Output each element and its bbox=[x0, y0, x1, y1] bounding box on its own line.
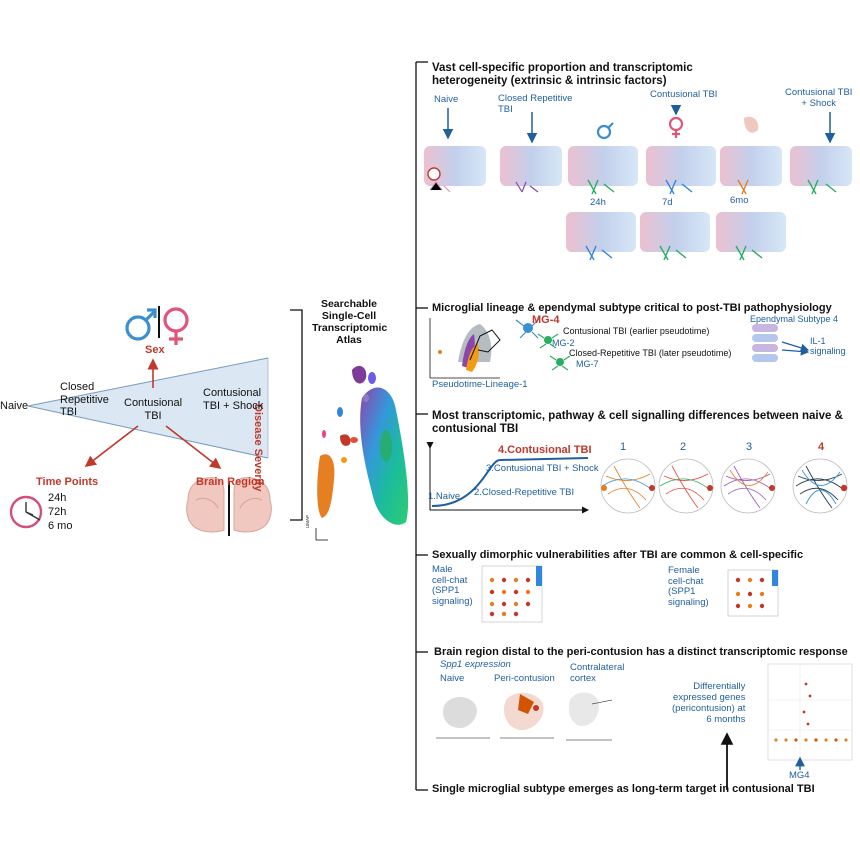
s4-female-label: Female cell-chat (SPP1 signaling) bbox=[668, 565, 709, 608]
s1-contusional: Contusional TBI bbox=[650, 89, 718, 100]
s2-il1-label: IL-1 signaling bbox=[810, 336, 846, 357]
s5-deg-label: Differentially expressed genes (pericont… bbox=[672, 681, 746, 725]
clock-icon bbox=[9, 495, 43, 529]
male-symbol-icon bbox=[125, 308, 157, 341]
brain-sections-icon bbox=[186, 477, 272, 536]
s5-feature-plots bbox=[436, 692, 613, 741]
s1-time-24h: 24h bbox=[590, 197, 606, 208]
s1-male-icon bbox=[596, 122, 614, 140]
s2-contusional-note: Contusional TBI (earlier pseudotime) bbox=[563, 326, 710, 336]
s2-ependymal-label: Ependymal Subtype 4 bbox=[750, 314, 839, 324]
s4-male-dotplot bbox=[481, 565, 543, 623]
s3-severity-curve bbox=[426, 442, 589, 514]
s3-chord-plots bbox=[600, 458, 848, 514]
umap-axis-label: UMAP bbox=[305, 514, 310, 528]
atlas-title: Searchable Single-Cell Transcriptomic At… bbox=[312, 298, 388, 347]
s2-lineage-label: Pseudotime-Lineage-1 bbox=[432, 379, 528, 390]
s1-naive: Naive bbox=[434, 94, 459, 105]
s4-title: Sexually dimorphic vulnerabilities after… bbox=[432, 549, 804, 561]
severity-wedge bbox=[27, 357, 269, 459]
s3-chord-num-4: 4 bbox=[818, 441, 825, 453]
time-point-item: 72h bbox=[48, 506, 67, 518]
time-points-label: Time Points bbox=[36, 476, 99, 488]
contusional-label: Contusional TBI bbox=[124, 397, 183, 422]
s1-shock: Contusional TBI + Shock bbox=[785, 87, 853, 109]
s5-contra-label: Contralateral cortex bbox=[570, 662, 625, 684]
s6-title: Single microglial subtype emerges as lon… bbox=[432, 783, 815, 795]
s1-title: Vast cell-specific proportion and transc… bbox=[432, 62, 693, 88]
s3-chord-num-3: 3 bbox=[746, 441, 753, 453]
s1-female-icon bbox=[668, 116, 684, 138]
s2-closed-note: Closed-Repetitive TBI (later pseudotime) bbox=[569, 348, 732, 358]
s2-microglia-icons bbox=[515, 317, 571, 371]
s5-title: Brain region distal to the peri-contusio… bbox=[434, 646, 848, 658]
s2-title: Microglial lineage & ependymal subtype c… bbox=[432, 302, 832, 314]
time-point-item: 24h bbox=[48, 492, 67, 504]
s2-mg2-label: MG-2 bbox=[552, 338, 575, 348]
s1-time-7d: 7d bbox=[662, 197, 673, 208]
s5-mg4-label: MG4 bbox=[789, 770, 810, 781]
s1-brain-icon bbox=[744, 116, 759, 133]
closed-repetitive-label: Closed Repetitive TBI bbox=[60, 381, 109, 419]
s1-closed: Closed Repetitive TBI bbox=[498, 93, 573, 115]
s2-ependymal-icon bbox=[752, 324, 778, 362]
s3-label-2: 2.Closed-Repetitive TBI bbox=[474, 487, 575, 498]
female-symbol-icon bbox=[163, 307, 189, 345]
naive-label: Naive bbox=[0, 400, 29, 412]
arrow-to-region bbox=[165, 425, 222, 469]
sex-label: Sex bbox=[145, 344, 165, 356]
s3-label-4: 4.Contusional TBI bbox=[498, 444, 592, 456]
s5-peri-label: Peri-contusion bbox=[494, 673, 555, 684]
umap-plot bbox=[315, 365, 409, 541]
s2-mg4-label: MG-4 bbox=[532, 314, 560, 326]
s2-pseudotime-plot bbox=[429, 318, 501, 379]
arrow-to-time bbox=[84, 425, 139, 467]
atlas-bracket bbox=[290, 309, 303, 521]
s5-deg-plot bbox=[767, 663, 853, 761]
shock-label: Contusional TBI + Shock bbox=[203, 387, 264, 412]
s3-chord-num-2: 2 bbox=[680, 441, 687, 453]
s3-chord-num-1: 1 bbox=[620, 441, 627, 453]
brain-region-label: Brain Region bbox=[196, 476, 265, 488]
s1-cell-panels bbox=[424, 146, 852, 261]
s4-male-label: Male cell-chat (SPP1 signaling) bbox=[432, 564, 473, 607]
s2-mg7-label: MG-7 bbox=[576, 359, 599, 369]
s3-title: Most transcriptomic, pathway & cell sign… bbox=[432, 410, 843, 436]
s4-female-dotplot bbox=[727, 569, 779, 617]
s3-label-1: 1.Naive bbox=[428, 491, 461, 502]
s5-spp1-label: Spp1 expression bbox=[440, 659, 511, 670]
s5-naive-label: Naive bbox=[440, 673, 465, 684]
s1-time-6mo: 6mo bbox=[730, 195, 749, 206]
s3-label-3: 3.Contusional TBI + Shock bbox=[486, 463, 599, 474]
time-point-item: 6 mo bbox=[48, 520, 73, 532]
